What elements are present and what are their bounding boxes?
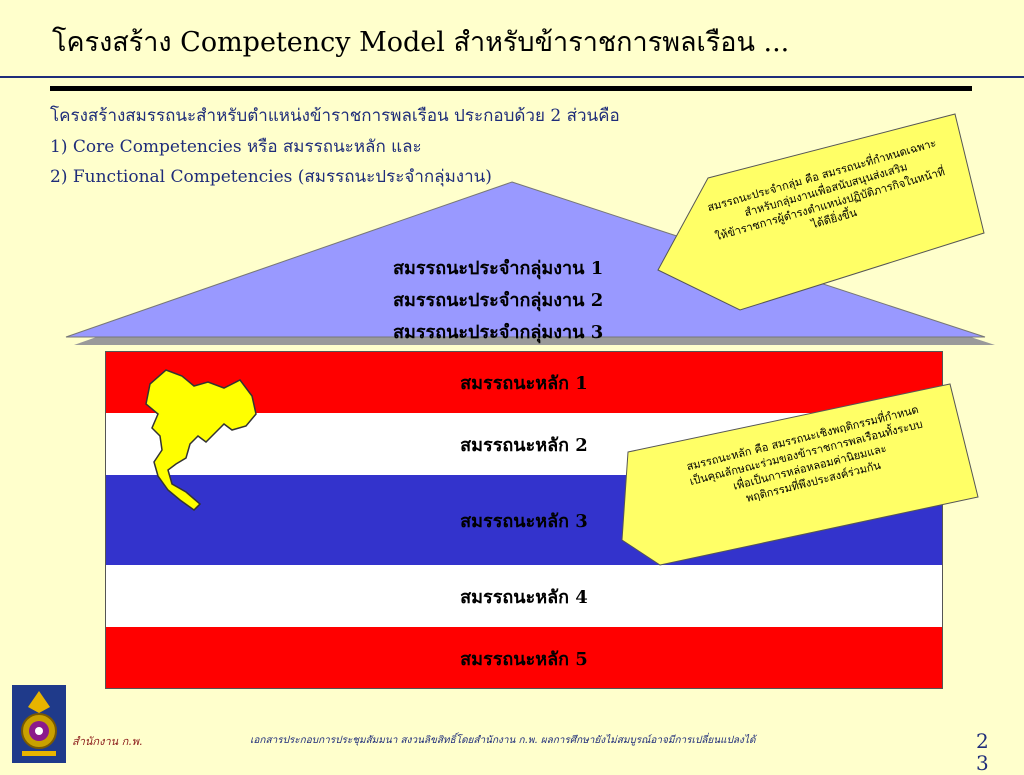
slide-title: โครงสร้าง Competency Model สำหรับข้าราชก… <box>52 27 790 58</box>
page-number: 2 3 <box>976 729 989 775</box>
intro-line-1: โครงสร้างสมรรถนะสำหรับตำแหน่งข้าราชการพล… <box>50 106 620 126</box>
group-competency-2: สมรรถนะประจำกลุ่มงาน 2 <box>393 290 604 311</box>
title-divider <box>50 86 972 91</box>
thailand-map-icon <box>145 369 257 511</box>
title-underline <box>0 76 1024 78</box>
group-competency-1: สมรรถนะประจำกลุ่มงาน 1 <box>393 258 604 279</box>
footer-org-name: สำนักงาน ก.พ. <box>72 735 143 748</box>
core-competency-4: สมรรถนะหลัก 4 <box>105 565 943 627</box>
ocsc-emblem-icon <box>12 685 66 763</box>
intro-line-2: 1) Core Competencies หรือ สมรรถนะหลัก แล… <box>50 137 422 157</box>
intro-line-3: 2) Functional Competencies (สมรรถนะประจำ… <box>50 167 492 187</box>
flag-frame <box>105 351 943 689</box>
group-competency-3: สมรรถนะประจำกลุ่มงาน 3 <box>393 322 604 343</box>
footer-disclaimer: เอกสารประกอบการประชุมสัมมนา สงวนลิขสิทธิ… <box>250 735 756 746</box>
core-competency-5: สมรรถนะหลัก 5 <box>105 627 943 689</box>
